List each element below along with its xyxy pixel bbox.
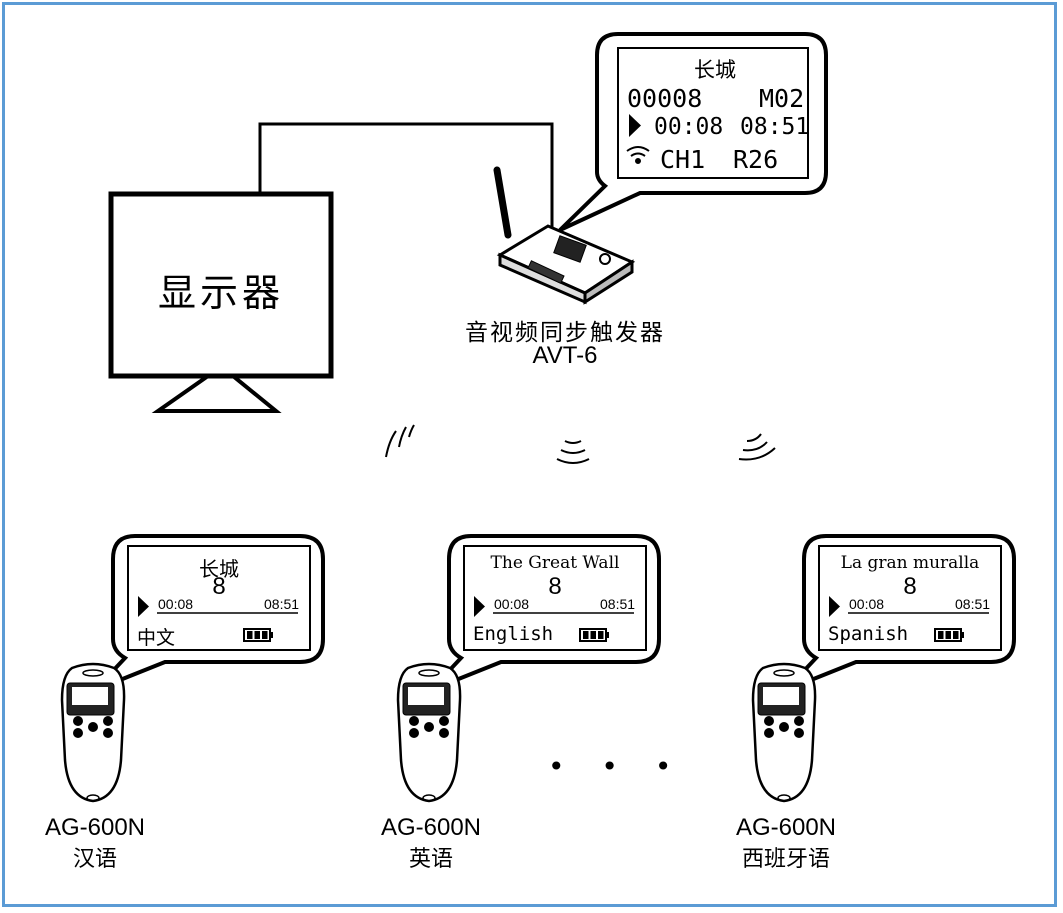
- speaker-grille: [82, 669, 104, 677]
- more-receivers-ellipsis: • • •: [548, 750, 686, 783]
- signal-wave-icon: [556, 440, 590, 464]
- transmitter-screen-channel: CH1: [660, 145, 706, 174]
- receiver-screen-language: 中文: [137, 627, 176, 649]
- receiver-screen-title: 长城: [199, 557, 239, 581]
- wifi-icon: [626, 146, 650, 164]
- monitor-label: 显示器: [157, 271, 284, 315]
- transmitter-screen-repeat: R26: [733, 145, 779, 174]
- control-button: [439, 728, 449, 738]
- speaker-grille: [418, 669, 440, 677]
- signal-wave-icon: [738, 433, 776, 461]
- antenna-icon: [493, 166, 512, 239]
- play-icon: [629, 114, 641, 137]
- receiver-screen-time-total: 08:51: [264, 596, 300, 612]
- receiver-screen-track: 8: [212, 573, 226, 600]
- lanyard-hole: [422, 794, 436, 802]
- speaker-grille: [773, 669, 795, 677]
- receiver-model: AG-600N: [380, 814, 482, 841]
- receiver-screen-language: Spanish: [828, 623, 909, 645]
- battery-bar: [945, 631, 951, 639]
- battery-bar: [254, 631, 260, 639]
- transmitter-screen-title: 长城: [694, 58, 736, 82]
- receiver-device-display: [763, 687, 799, 705]
- receiver-screen-time-current: 00:08: [494, 596, 530, 612]
- signal-wave-icon: [385, 424, 415, 458]
- lanyard-hole: [86, 794, 100, 802]
- receiver-screen-track: 8: [548, 573, 562, 600]
- control-button: [794, 728, 804, 738]
- control-button: [794, 716, 804, 726]
- receiver-language: 英语: [408, 847, 453, 872]
- play-icon: [474, 596, 485, 617]
- receiver-screen-time-total: 08:51: [955, 596, 991, 612]
- control-button: [103, 716, 113, 726]
- transmitter-device: [493, 166, 636, 305]
- receiver-screen-title: The Great Wall: [490, 553, 620, 573]
- control-button: [409, 728, 419, 738]
- receiver-language: 汉语: [72, 847, 117, 872]
- control-button: [779, 722, 789, 732]
- receiver-screen-time-total: 08:51: [600, 596, 636, 612]
- battery-terminal: [961, 632, 964, 638]
- transmitter-bubble: [558, 32, 828, 232]
- control-button: [88, 722, 98, 732]
- lanyard-hole: [777, 794, 791, 802]
- monitor-stand: [151, 374, 282, 413]
- control-button: [764, 728, 774, 738]
- transmitter-screen-number: 00008: [627, 84, 703, 113]
- receiver-model: AG-600N: [735, 814, 837, 841]
- battery-bar: [262, 631, 268, 639]
- transmitter-screen-time-total: 08:51: [740, 114, 810, 140]
- play-icon: [829, 596, 840, 617]
- transmitter-screen-mode: M02: [759, 84, 805, 113]
- control-button: [73, 716, 83, 726]
- battery-bar: [953, 631, 959, 639]
- control-button: [439, 716, 449, 726]
- receiver-screen-time-current: 00:08: [849, 596, 885, 612]
- transmitter-model: AVT-6: [532, 342, 598, 369]
- battery-bar: [938, 631, 944, 639]
- receiver-screen-language: English: [473, 623, 554, 645]
- control-button: [103, 728, 113, 738]
- battery-bar: [583, 631, 589, 639]
- receiver-device-display: [408, 687, 444, 705]
- control-button: [409, 716, 419, 726]
- battery-bar: [598, 631, 604, 639]
- receiver-screen-time-current: 00:08: [158, 596, 194, 612]
- control-button: [424, 722, 434, 732]
- receiver-lcd: [127, 545, 311, 651]
- transmitter-lcd: [617, 47, 809, 179]
- control-button: [764, 716, 774, 726]
- receiver-language: 西班牙语: [741, 847, 830, 872]
- play-icon: [138, 596, 149, 617]
- receiver-screen-title: La gran muralla: [840, 553, 980, 573]
- receiver-model: AG-600N: [44, 814, 146, 841]
- battery-bar: [247, 631, 253, 639]
- receiver-device-display: [72, 687, 108, 705]
- receiver-lcd: [818, 545, 1002, 651]
- transmitter-name: 音视频同步触发器: [465, 320, 665, 346]
- receiver-screen-track: 8: [903, 573, 917, 600]
- receiver-lcd: [463, 545, 647, 651]
- connection-cable: [258, 122, 554, 228]
- battery-bar: [590, 631, 596, 639]
- battery-terminal: [606, 632, 609, 638]
- control-button: [73, 728, 83, 738]
- transmitter-screen-time-current: 00:08: [654, 114, 724, 140]
- battery-terminal: [270, 632, 273, 638]
